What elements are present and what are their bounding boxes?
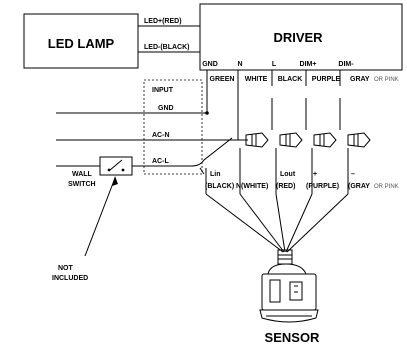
input-gnd-label: GND	[158, 105, 174, 112]
input-line-tick	[199, 167, 205, 175]
sensor-lead-3-top: Lout	[280, 171, 296, 178]
wire-color-green: GREEN	[210, 76, 235, 83]
terminal-n: N	[237, 61, 242, 68]
gnd-junction	[205, 111, 209, 115]
input-box	[143, 79, 203, 175]
switch-contact-left	[107, 168, 111, 172]
wire-color-white: WHITE	[245, 76, 268, 83]
sensor-lead-5-bottom: (GRAY	[348, 183, 370, 190]
wire-nut-icon	[347, 132, 371, 148]
wall-switch-box	[99, 156, 133, 176]
led-negative-label: LED-(BLACK)	[144, 44, 190, 51]
converge-wire-4	[285, 193, 313, 253]
not-included-arrowhead	[112, 176, 118, 186]
not-included-label-2: INCLUDED	[52, 275, 88, 282]
wire-nut-icon	[313, 132, 337, 148]
sensor-lead-1-top: Lin	[210, 171, 221, 178]
terminal-l: L	[272, 61, 277, 68]
led-lamp-box	[23, 13, 139, 69]
sensor-lead-1-bottom: (BLACK)	[205, 183, 234, 190]
not-included-label-1: NOT	[58, 265, 74, 272]
converge-wire-3	[275, 193, 286, 253]
switch-lever	[109, 159, 123, 171]
terminal-dim-minus: DIM-	[338, 61, 354, 68]
not-included-arrow	[84, 177, 116, 257]
sensor-lead-3-bottom: (RED)	[276, 183, 295, 190]
sensor-lead-4-top: +	[313, 171, 317, 178]
sensor-device-icon	[259, 249, 319, 323]
input-ac-l-label: AC-L	[152, 158, 169, 165]
wire-color-or-pink: OR PINK	[374, 77, 399, 83]
switch-contact-right	[121, 168, 125, 172]
wire-color-gray: GRAY	[350, 76, 370, 83]
led-lamp-label: LED LAMP	[48, 36, 115, 51]
sensor-lead-4-bottom: (PURPLE)	[306, 183, 339, 190]
driver-label: DRIVER	[273, 30, 323, 45]
wire-nut-icon	[279, 132, 303, 148]
wall-switch-label-2: SWITCH	[68, 181, 96, 188]
wire-color-purple: PURPLE	[312, 76, 341, 83]
input-label: INPUT	[152, 87, 174, 94]
terminal-dim-plus: DIM+	[300, 61, 317, 68]
sensor-lead-2-bottom: N(WHITE)	[236, 183, 268, 190]
wire-color-black: BLACK	[278, 76, 303, 83]
input-ac-n-label: AC-N	[152, 132, 170, 139]
converge-wire-2	[239, 193, 285, 253]
converge-wire-5	[286, 193, 349, 253]
sensor-label: SENSOR	[265, 330, 321, 345]
wall-switch-label-1: WALL	[72, 171, 93, 178]
sensor-lead-5-top: –	[351, 171, 355, 178]
terminal-gnd: GND	[202, 61, 218, 68]
ac-l-to-connector	[191, 137, 233, 167]
converge-wire-1	[205, 193, 284, 253]
wire-nut-icon	[245, 132, 269, 148]
led-positive-label: LED+(RED)	[144, 18, 182, 25]
sensor-lead-or-pink: OR PINK	[374, 184, 399, 190]
